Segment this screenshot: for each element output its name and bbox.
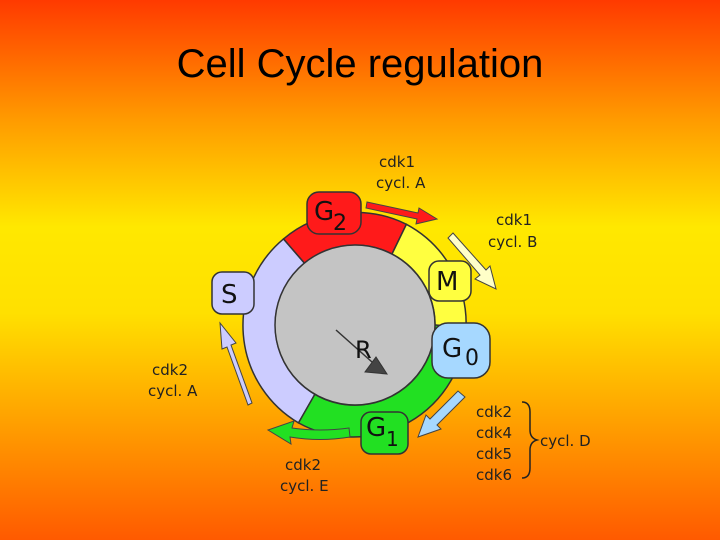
restriction-arrow-head — [364, 356, 388, 375]
phase-box-s — [211, 271, 255, 315]
label-cdk2-e-line1: cdk2 — [285, 456, 321, 474]
arrow-cdk-cycl-d — [417, 390, 466, 438]
phase-box-g2 — [306, 191, 362, 235]
arrow-cdk2-cycl-a — [219, 321, 253, 406]
phase-g2-letter: G — [314, 197, 334, 227]
arrow-cdk1-cycl-a — [365, 201, 439, 225]
label-cdk2-a-line2: cycl. A — [148, 382, 198, 400]
phase-g1-letter: G — [366, 413, 386, 443]
restriction-point-label: R — [355, 336, 372, 364]
label-cdk-d-3: cdk5 — [476, 445, 512, 463]
label-cdk2-e-line2: cycl. E — [280, 477, 329, 495]
cell-center — [274, 244, 436, 406]
phase-box-m — [428, 260, 472, 302]
arrow-cdk2-cycl-e — [266, 420, 351, 445]
label-cdk1-b-line2: cycl. B — [488, 233, 537, 251]
slide-title: Cell Cycle regulation — [176, 42, 544, 86]
restriction-arrow-line — [335, 329, 373, 363]
label-cdk1-b-line1: cdk1 — [496, 211, 532, 229]
label-cycl-d: cycl. D — [540, 432, 591, 450]
label-cdk2-a-line1: cdk2 — [152, 361, 188, 379]
arrow-cdk1-cycl-b — [447, 232, 497, 290]
phase-box-g0 — [431, 322, 491, 379]
phase-g0-letter: G — [442, 334, 462, 364]
phase-box-g1 — [360, 411, 409, 455]
phase-g1-sub: 1 — [386, 427, 399, 451]
label-cdk1-a-line2: cycl. A — [376, 174, 426, 192]
phase-m-letter: M — [436, 267, 458, 297]
brace — [521, 401, 540, 479]
phase-g0-sub: 0 — [465, 346, 479, 371]
phase-g2-sub: 2 — [333, 211, 347, 236]
label-cdk-d-1: cdk2 — [476, 403, 512, 421]
label-cdk-d-4: cdk6 — [476, 466, 512, 484]
label-cdk1-a-line1: cdk1 — [379, 153, 415, 171]
label-cdk-d-2: cdk4 — [476, 424, 512, 442]
phase-s-letter: S — [221, 280, 238, 310]
